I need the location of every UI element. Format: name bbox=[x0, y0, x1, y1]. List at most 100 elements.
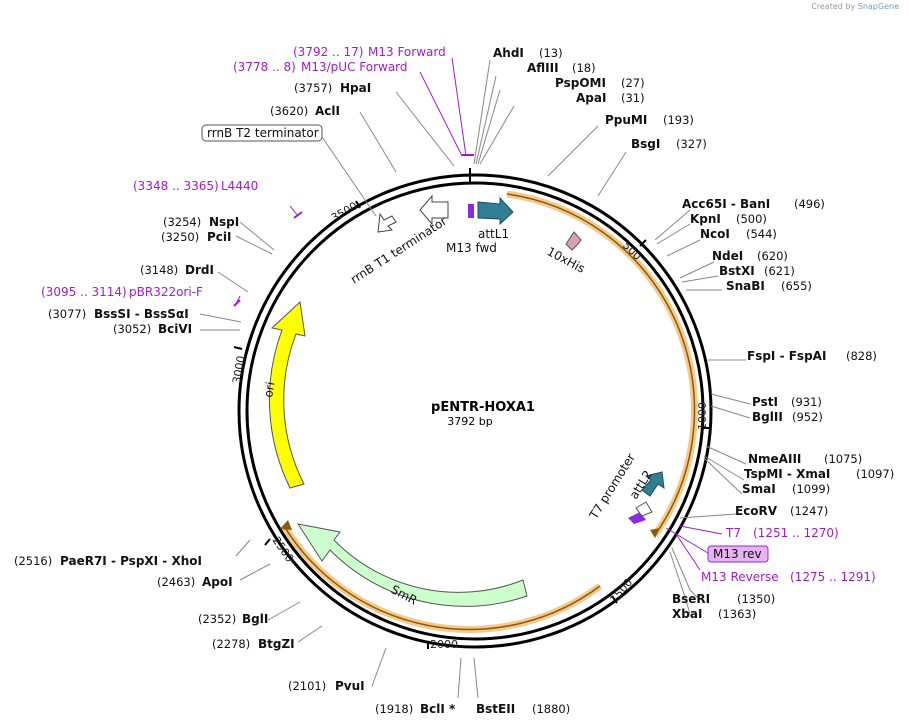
tick-label-1000: 1000 bbox=[696, 402, 709, 430]
tick-label-3500: 3500 bbox=[329, 199, 360, 224]
enzyme-pos: (2101) bbox=[288, 679, 326, 693]
enzyme-name: SmaI bbox=[742, 482, 776, 496]
enzyme-name: BclI * bbox=[420, 702, 456, 716]
orf-arc-right bbox=[506, 193, 696, 536]
enzyme-pos: (327) bbox=[676, 137, 707, 151]
enzyme-name: Acc65I - BanI bbox=[682, 197, 770, 211]
rrnb-t2-label: rrnB T2 terminator bbox=[207, 126, 319, 140]
enzyme-name: NcoI bbox=[700, 227, 730, 241]
ori-label: ori bbox=[261, 381, 277, 399]
credit-brand: SnapGene bbox=[857, 2, 899, 11]
tick-label-1500: 1500 bbox=[607, 576, 635, 606]
attl1-feature bbox=[477, 196, 514, 226]
enzyme-pos: (496) bbox=[794, 197, 825, 211]
enzyme-pos: (1075) bbox=[824, 452, 862, 466]
enzyme-pos: (620) bbox=[757, 249, 788, 263]
smr-feature bbox=[296, 523, 528, 607]
enzyme-name: EcoRV bbox=[735, 504, 778, 518]
enzyme-name: BglII bbox=[752, 410, 783, 424]
tick-label-2000: 2000 bbox=[430, 638, 458, 651]
tick-mark-3500 bbox=[355, 200, 361, 209]
enzyme-pos: (3757) bbox=[294, 81, 332, 95]
primer-range: (1275 .. 1291) bbox=[790, 570, 876, 584]
enzyme-pos: (1350) bbox=[737, 592, 775, 606]
enzyme-name: PpuMI bbox=[605, 113, 647, 127]
plasmid-size: 3792 bp bbox=[447, 415, 492, 428]
orf-highlight-right bbox=[506, 190, 698, 538]
enzyme-pos: (828) bbox=[846, 349, 877, 363]
enzyme-name: AhdI bbox=[493, 46, 524, 60]
tick-mark-1500 bbox=[611, 595, 618, 604]
tick-mark-500 bbox=[639, 239, 647, 247]
primer-range: (3095 .. 3114) bbox=[41, 285, 127, 299]
tick-mark-3000 bbox=[233, 346, 243, 350]
rrnb-t1-arrow bbox=[419, 194, 449, 226]
primer-name: L4440 bbox=[221, 179, 258, 193]
enzyme-pos: (3077) bbox=[48, 307, 86, 321]
orf-arrowhead bbox=[650, 528, 660, 538]
enzyme-name: ApoI bbox=[202, 575, 233, 589]
m13fwd-label: M13 fwd bbox=[446, 241, 497, 255]
m13rev-label: M13 rev bbox=[713, 547, 762, 561]
primer-name: pBR322ori-F bbox=[129, 285, 203, 299]
enzyme-name: BstEII bbox=[476, 702, 515, 716]
m13fwd-feature bbox=[468, 204, 474, 218]
ori-feature bbox=[268, 300, 306, 489]
enzyme-pos: (27) bbox=[621, 76, 645, 90]
primer-name: M13 Forward bbox=[368, 45, 446, 59]
enzyme-pos: (1097) bbox=[856, 467, 894, 481]
enzyme-pos: (3250) bbox=[161, 230, 199, 244]
enzyme-pos: (931) bbox=[791, 395, 822, 409]
enzyme-name: BtgZI bbox=[258, 637, 295, 651]
enzyme-name: NdeI bbox=[712, 249, 743, 263]
rrnb-t1-small-arrow bbox=[377, 212, 397, 233]
enzyme-name: ApaI bbox=[576, 91, 606, 105]
enzyme-name: NmeAIII bbox=[748, 452, 801, 466]
enzyme-pos: (31) bbox=[621, 91, 645, 105]
enzyme-pos: (18) bbox=[572, 61, 596, 75]
enzyme-name: BsgI bbox=[631, 137, 660, 151]
enzyme-pos: (1880) bbox=[532, 702, 570, 716]
enzyme-name: BssSI - BssSαI bbox=[94, 307, 189, 321]
enzyme-name: AclI bbox=[315, 104, 340, 118]
m13rev-box bbox=[707, 545, 769, 563]
m13rev-leader bbox=[665, 527, 709, 554]
tick-label-3000: 3000 bbox=[230, 355, 248, 385]
primer-range: (3792 .. 17) bbox=[293, 45, 363, 59]
enzyme-pos: (2516) bbox=[14, 554, 52, 568]
enzyme-pos: (1247) bbox=[790, 504, 828, 518]
enzyme-name: BstXI bbox=[719, 264, 755, 278]
enzyme-pos: (2278) bbox=[212, 637, 250, 651]
backbone-inner-ring bbox=[245, 181, 705, 641]
enzyme-labels: AhdI (13) AflIII (18) PspOMI (27) ApaI (… bbox=[14, 46, 894, 716]
primer-range: (3348 .. 3365) bbox=[133, 179, 219, 193]
snapgene-credit: Created by SnapGene bbox=[811, 2, 899, 11]
orf-arrowhead-bottom bbox=[280, 520, 292, 530]
enzyme-leader-lines bbox=[199, 59, 751, 699]
backbone-outer-ring bbox=[237, 173, 713, 649]
enzyme-pos: (952) bbox=[792, 410, 823, 424]
enzyme-name: PaeR7I - PspXI - XhoI bbox=[60, 554, 202, 568]
enzyme-name: KpnI bbox=[690, 212, 721, 226]
credit-prefix: Created by bbox=[811, 2, 856, 11]
enzyme-pos: (500) bbox=[736, 212, 767, 226]
his-tag-feature bbox=[565, 231, 582, 251]
enzyme-name: FspI - FspAI bbox=[747, 349, 826, 363]
enzyme-pos: (621) bbox=[764, 264, 795, 278]
enzyme-name: PvuI bbox=[335, 679, 365, 693]
enzyme-name: PspOMI bbox=[555, 76, 606, 90]
enzyme-name: PstI bbox=[752, 395, 778, 409]
rrnb-t2-box bbox=[201, 124, 323, 142]
his-tag-label: 10xHis bbox=[545, 244, 588, 276]
enzyme-pos: (3620) bbox=[270, 104, 308, 118]
primer-name: M13 Reverse bbox=[701, 570, 779, 584]
enzyme-pos: (544) bbox=[746, 227, 777, 241]
enzyme-name: BglI bbox=[242, 612, 268, 626]
enzyme-pos: (3052) bbox=[113, 322, 151, 336]
attl2-feature bbox=[641, 471, 665, 497]
enzyme-pos: (2463) bbox=[157, 575, 195, 589]
enzyme-name: XbaI bbox=[672, 607, 702, 621]
primer-name: T7 bbox=[725, 526, 741, 540]
enzyme-name: NspI bbox=[209, 215, 239, 229]
attl1-label: attL1 bbox=[478, 227, 509, 241]
